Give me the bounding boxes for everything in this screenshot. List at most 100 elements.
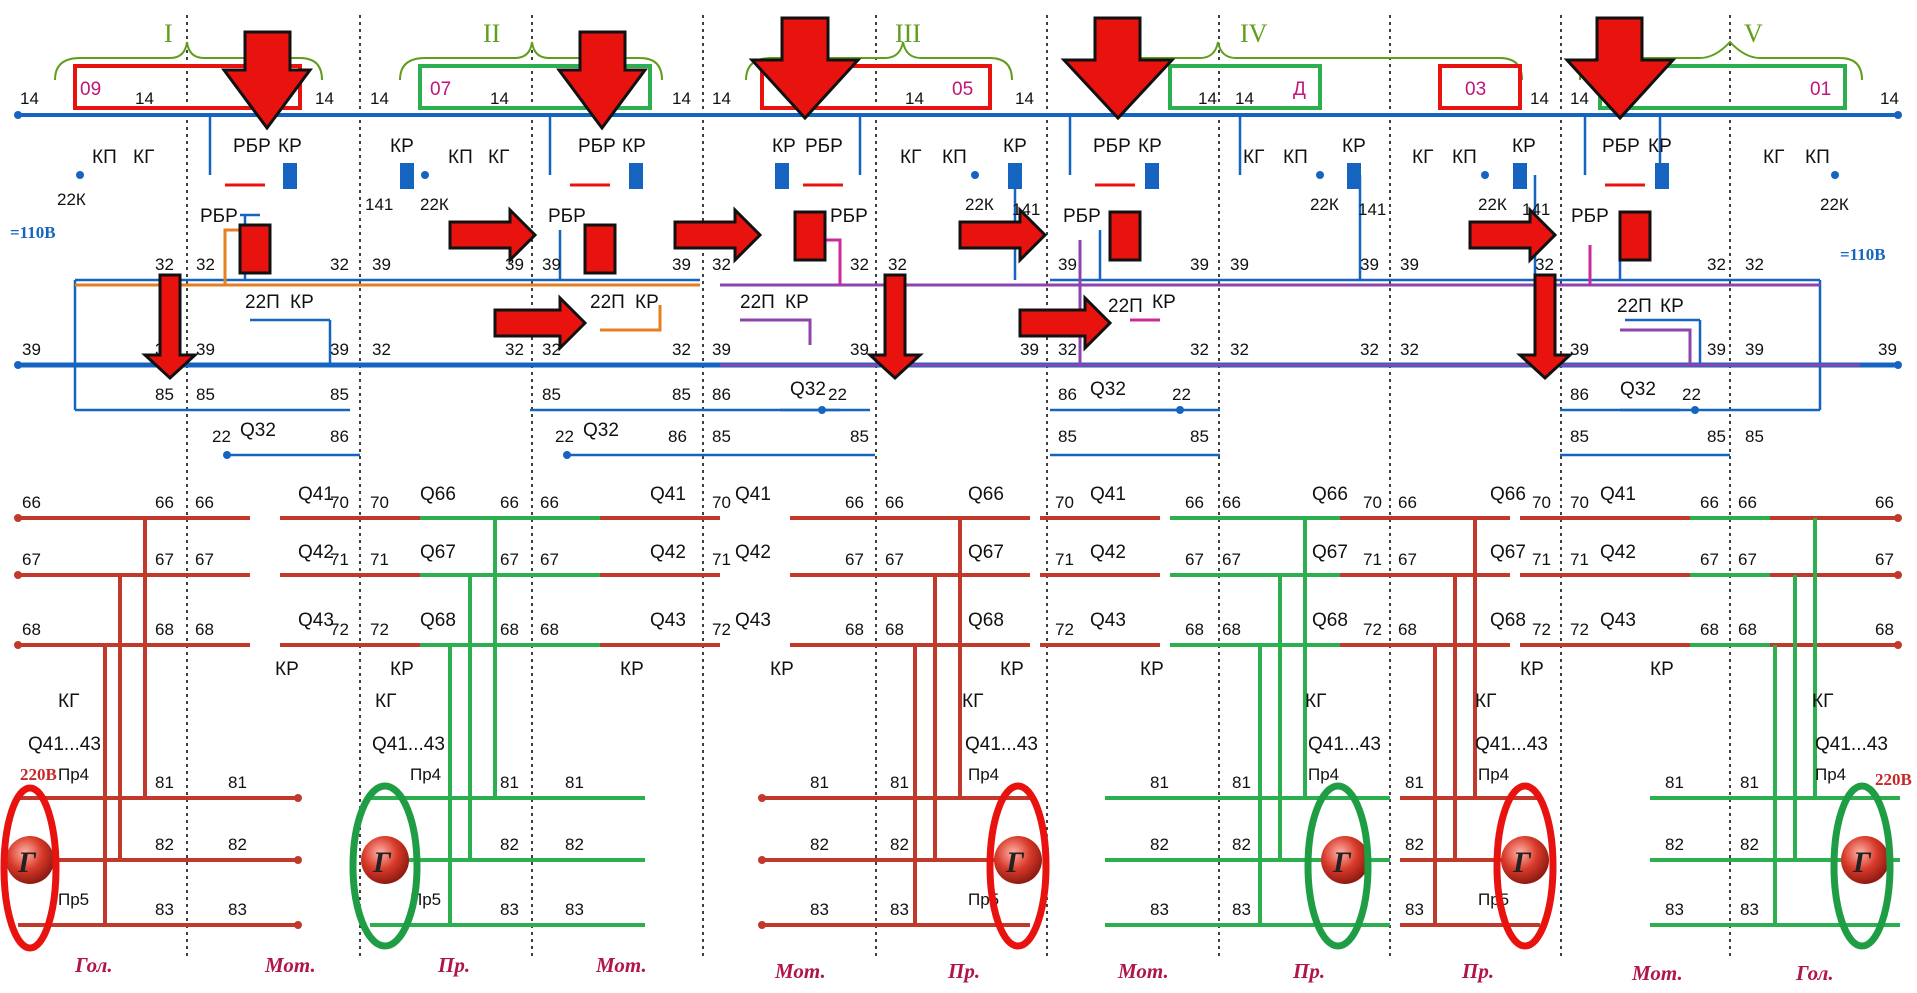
label-rbr: РБР: [1063, 206, 1101, 227]
down-arrow-icon: [221, 30, 313, 131]
label-kg: КГ: [58, 691, 79, 712]
bottom-label: Пр.: [947, 959, 980, 983]
bottom-label: Мот.: [264, 953, 316, 977]
wire-32: 32: [672, 340, 691, 359]
wire-83: 83: [500, 900, 519, 919]
wire-82: 82: [155, 835, 174, 854]
wire-32: 32: [1400, 340, 1419, 359]
wire-70: 70: [330, 493, 349, 512]
wire-85: 85: [1707, 427, 1726, 446]
right-arrow-icon: [448, 206, 538, 264]
label-kp: КП: [1283, 147, 1308, 168]
label-q67: Q67: [420, 542, 456, 563]
wire-86: 86: [1058, 385, 1077, 404]
label-kr: КР: [785, 292, 809, 313]
wire-82: 82: [1232, 835, 1251, 854]
label-q43: Q43: [1090, 610, 1126, 631]
wire-66: 66: [1738, 493, 1757, 512]
label-q43: Q43: [650, 610, 686, 631]
wire-66: 66: [1398, 493, 1417, 512]
wire-82: 82: [1740, 835, 1759, 854]
bottom-label: Мот.: [1117, 959, 1169, 983]
wire-71: 71: [1055, 550, 1074, 569]
wire-32: 32: [372, 340, 391, 359]
label-q42: Q42: [1600, 542, 1636, 563]
svg-text:Г: Г: [1512, 846, 1532, 879]
wire-66: 66: [1222, 493, 1241, 512]
wire-82: 82: [565, 835, 584, 854]
label-22p: 22П: [245, 292, 280, 313]
wire-67: 67: [22, 550, 41, 569]
wire-32: 32: [712, 255, 731, 274]
wire-66: 66: [1185, 493, 1204, 512]
voltage-110-right: =110В: [1840, 245, 1886, 264]
wire-32: 32: [1707, 255, 1726, 274]
wire-83: 83: [810, 900, 829, 919]
wire-70: 70: [1570, 493, 1589, 512]
wire-66: 66: [195, 493, 214, 512]
voltage-220-right: 220В: [1875, 770, 1912, 789]
label-kr: КР: [390, 659, 414, 680]
wire-82: 82: [228, 835, 247, 854]
wire-68: 68: [845, 620, 864, 639]
wire-39: 39: [372, 255, 391, 274]
label-q68: Q68: [1312, 610, 1348, 631]
label-pr4: Пр4: [410, 765, 441, 784]
down-arrow-icon: [866, 273, 924, 381]
label-kg: КГ: [1812, 691, 1833, 712]
wire-22: 22: [1172, 385, 1191, 404]
label-q32: Q32: [1090, 379, 1126, 400]
bottom-label: Мот.: [774, 959, 826, 983]
label-pr4: Пр4: [1815, 765, 1846, 784]
wire-32: 32: [1058, 340, 1077, 359]
wire-81: 81: [228, 773, 247, 792]
wire-86: 86: [668, 427, 687, 446]
wire-81: 81: [1232, 773, 1251, 792]
label-kr: КР: [275, 659, 299, 680]
voltage-110-left: =110В: [10, 223, 56, 242]
wire-85: 85: [1058, 427, 1077, 446]
label-kr: КР: [1520, 659, 1544, 680]
wire-67: 67: [155, 550, 174, 569]
label-kr: КР: [635, 292, 659, 313]
car-number-09: 09: [80, 79, 101, 100]
label-kp: КП: [942, 147, 967, 168]
label-rbr: РБР: [1602, 136, 1640, 157]
wire-86: 86: [330, 427, 349, 446]
label-kr: КР: [1342, 136, 1366, 157]
wire-39: 39: [850, 340, 869, 359]
down-arrow-icon: [748, 16, 862, 121]
wire-81: 81: [810, 773, 829, 792]
wire-83: 83: [1150, 900, 1169, 919]
label-kg: КГ: [1412, 147, 1433, 168]
wire-81: 81: [1150, 773, 1169, 792]
label-pr4: Пр4: [968, 765, 999, 784]
car-number-boxes: [73, 64, 1847, 110]
wire-67: 67: [195, 550, 214, 569]
wire-70: 70: [712, 493, 731, 512]
label-q32: Q32: [790, 379, 826, 400]
label-rbr: РБР: [200, 206, 238, 227]
wire-68: 68: [1700, 620, 1719, 639]
wire-81: 81: [155, 773, 174, 792]
wire-39: 39: [330, 340, 349, 359]
down-arrows-small: [141, 273, 1574, 381]
wire-32: 32: [1190, 340, 1209, 359]
label-q67: Q67: [1312, 542, 1348, 563]
wire-32: 32: [542, 340, 561, 359]
wire-32: 32: [1745, 255, 1764, 274]
label-kr: КР: [1512, 136, 1536, 157]
svg-text:Г: Г: [1852, 846, 1872, 879]
wire-86: 86: [712, 385, 731, 404]
label-q43: Q43: [298, 610, 334, 631]
label-22p: 22П: [740, 292, 775, 313]
wire-68: 68: [155, 620, 174, 639]
wire-81: 81: [890, 773, 909, 792]
wire-14: 14: [1198, 89, 1217, 108]
wire-85: 85: [196, 385, 215, 404]
wire-39: 39: [196, 340, 215, 359]
label-q41-43: Q41...43: [1815, 734, 1888, 755]
wire-85: 85: [155, 385, 174, 404]
label-22k: 22К: [1310, 195, 1339, 214]
